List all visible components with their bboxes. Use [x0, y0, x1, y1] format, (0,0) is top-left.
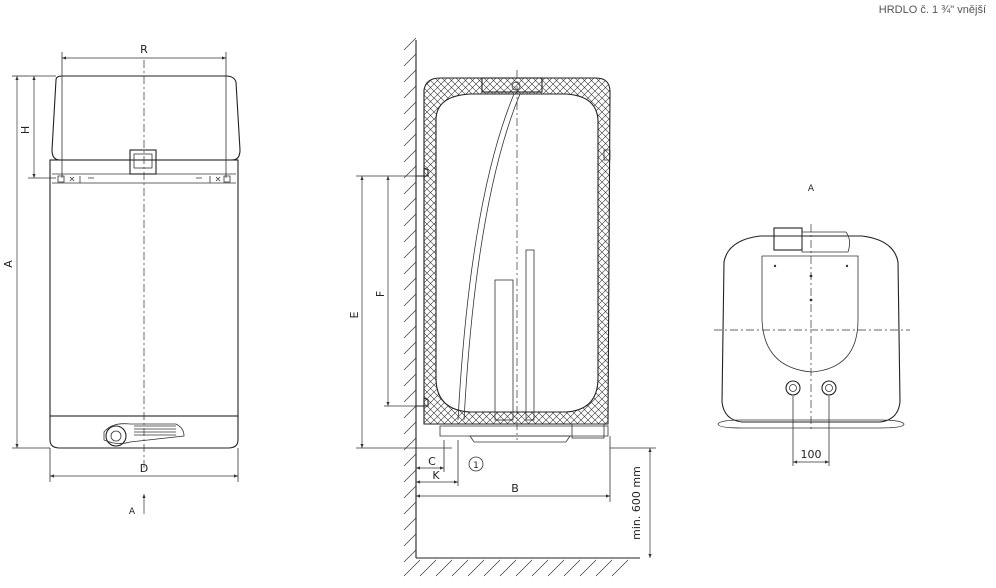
dim-label-r: R — [140, 43, 148, 56]
connection-note: HRDLO č. 1 ¾" vnější — [878, 4, 986, 16]
dim-label-e: E — [348, 311, 361, 318]
dim-label-h: H — [19, 126, 32, 134]
dim-label-100: 100 — [801, 448, 822, 461]
view-marker-a: A — [129, 507, 136, 517]
wall-hatch — [403, 37, 417, 563]
bottom-view-title: A — [808, 184, 815, 194]
front-view: R H A D A — [2, 43, 241, 517]
callout-circle — [468, 456, 484, 472]
dim-label-b: B — [511, 482, 519, 495]
dim-label-f: F — [374, 291, 387, 297]
dim-label-c: C — [428, 455, 436, 468]
bottom-view: A 100 — [714, 184, 910, 466]
side-view: E F C K 1 B min. 600 mm — [348, 37, 656, 577]
dim-label-a: A — [2, 260, 15, 268]
dim-label-min-clearance: min. 600 mm — [630, 466, 643, 540]
dim-label-k: K — [432, 469, 440, 482]
callout-number: 1 — [473, 461, 479, 471]
dim-label-d: D — [140, 462, 148, 475]
